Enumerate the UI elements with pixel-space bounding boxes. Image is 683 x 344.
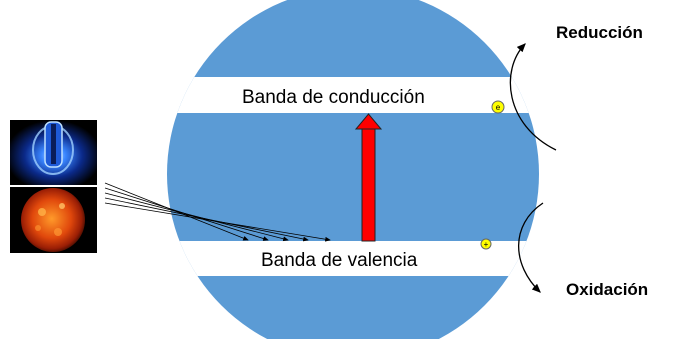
oxidation-arrow [518,202,544,293]
light-rays [104,182,331,242]
hole-symbol: + [484,240,489,249]
electron-symbol: e [496,103,501,112]
electron-icon: e [491,100,505,114]
valence-band-label: Banda de valencia [261,250,418,271]
conduction-band [167,77,539,113]
conduction-band-label: Banda de conducción [242,87,425,108]
excitation-arrow [354,113,383,242]
reduction-arrow [509,43,557,151]
oxidation-label: Oxidación [566,280,649,299]
sun-image [10,187,97,253]
valence-band [167,241,539,276]
reduction-label: Reducción [556,23,643,42]
semiconductor-particle [167,0,539,339]
hole-icon: + [480,238,492,250]
uv-lamp-image [10,120,97,185]
